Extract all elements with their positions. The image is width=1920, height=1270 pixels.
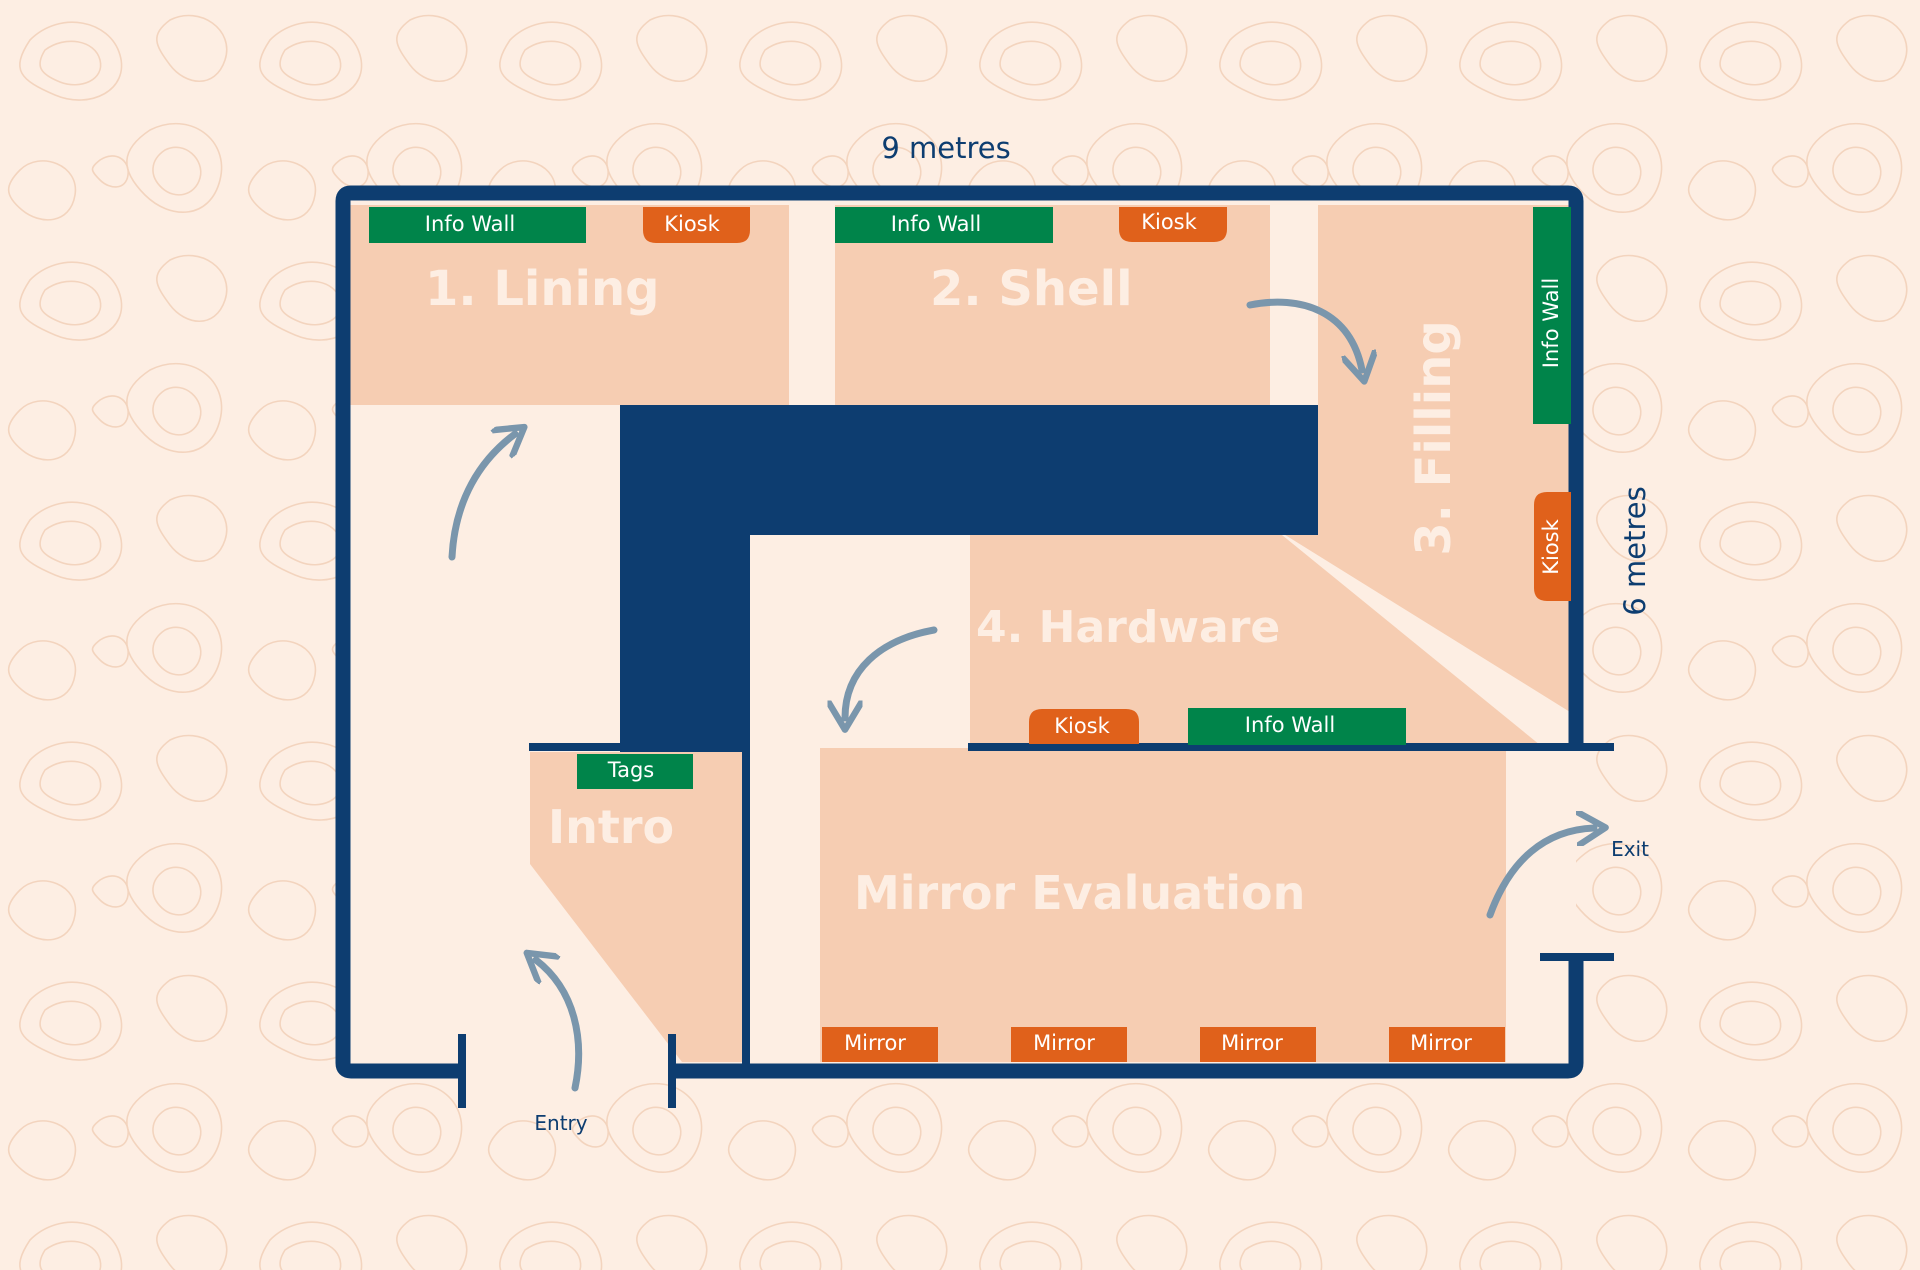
intro-tags-label: Tags [607, 758, 655, 782]
height-dimension-label: 6 metres [1618, 486, 1652, 615]
curved-arrow-icon-to-lining [448, 434, 515, 561]
mirror-3 [1200, 1027, 1316, 1062]
shell-kiosk [1119, 207, 1227, 242]
mirror-4-label: Mirror [1410, 1031, 1472, 1055]
hardware-info-wall-label: Info Wall [1245, 713, 1335, 737]
filling-info-wall [1533, 207, 1571, 424]
exhibit-fixtures: Info Wall Kiosk Info Wall Kiosk Info Wal… [369, 207, 1571, 1062]
outer-wall-main [335, 185, 1584, 1079]
mirror-3-label: Mirror [1221, 1031, 1283, 1055]
lining-kiosk-label: Kiosk [664, 212, 720, 236]
shell-info-wall-label: Info Wall [891, 212, 981, 236]
curved-arrow-icon-entry [536, 960, 583, 1092]
exit-label: Exit [1611, 837, 1649, 861]
shell-info-wall [835, 207, 1053, 243]
zone-filling-area [1282, 205, 1570, 712]
hardware-info-wall [1188, 708, 1406, 745]
width-dimension-label: 9 metres [881, 131, 1010, 165]
curved-arrow-icon-to-mirror [845, 626, 938, 718]
lining-info-wall-label: Info Wall [425, 212, 515, 236]
zone-shell-title: 2. Shell [930, 261, 1133, 317]
zone-mirror-evaluation-area [820, 748, 1506, 1062]
shell-kiosk-label: Kiosk [1141, 210, 1197, 234]
curved-arrow-icon-exit [1486, 828, 1594, 919]
mirror-2-label: Mirror [1033, 1031, 1095, 1055]
outer-wall-bottom [672, 957, 1584, 1079]
intro-tags [577, 754, 693, 789]
zone-hardware-title: 4. Hardware [976, 602, 1280, 653]
entry-label: Entry [534, 1111, 587, 1135]
zone-lining-title: 1. Lining [425, 261, 660, 317]
zone-intro-area [530, 752, 742, 1062]
lining-info-wall [369, 207, 586, 243]
lining-kiosk [643, 207, 750, 243]
mirror-2 [1011, 1027, 1127, 1062]
zone-mirror-evaluation-title: Mirror Evaluation [854, 866, 1305, 920]
hardware-kiosk-label: Kiosk [1054, 714, 1110, 738]
filling-kiosk [1534, 492, 1571, 601]
hardware-kiosk [1029, 709, 1139, 744]
zone-filling-title: 3. Filling [1406, 320, 1462, 555]
mirror-4 [1389, 1027, 1505, 1062]
mirror-1 [822, 1027, 938, 1062]
zone-hardware-area [970, 535, 1540, 745]
zone-intro-title: Intro [548, 800, 674, 854]
central-wall-block [620, 405, 1318, 752]
mirror-1-label: Mirror [844, 1031, 906, 1055]
filling-kiosk-label: Kiosk [1539, 518, 1563, 574]
curved-arrow-icon-to-filling [1246, 298, 1362, 370]
filling-info-wall-label: Info Wall [1539, 278, 1563, 368]
